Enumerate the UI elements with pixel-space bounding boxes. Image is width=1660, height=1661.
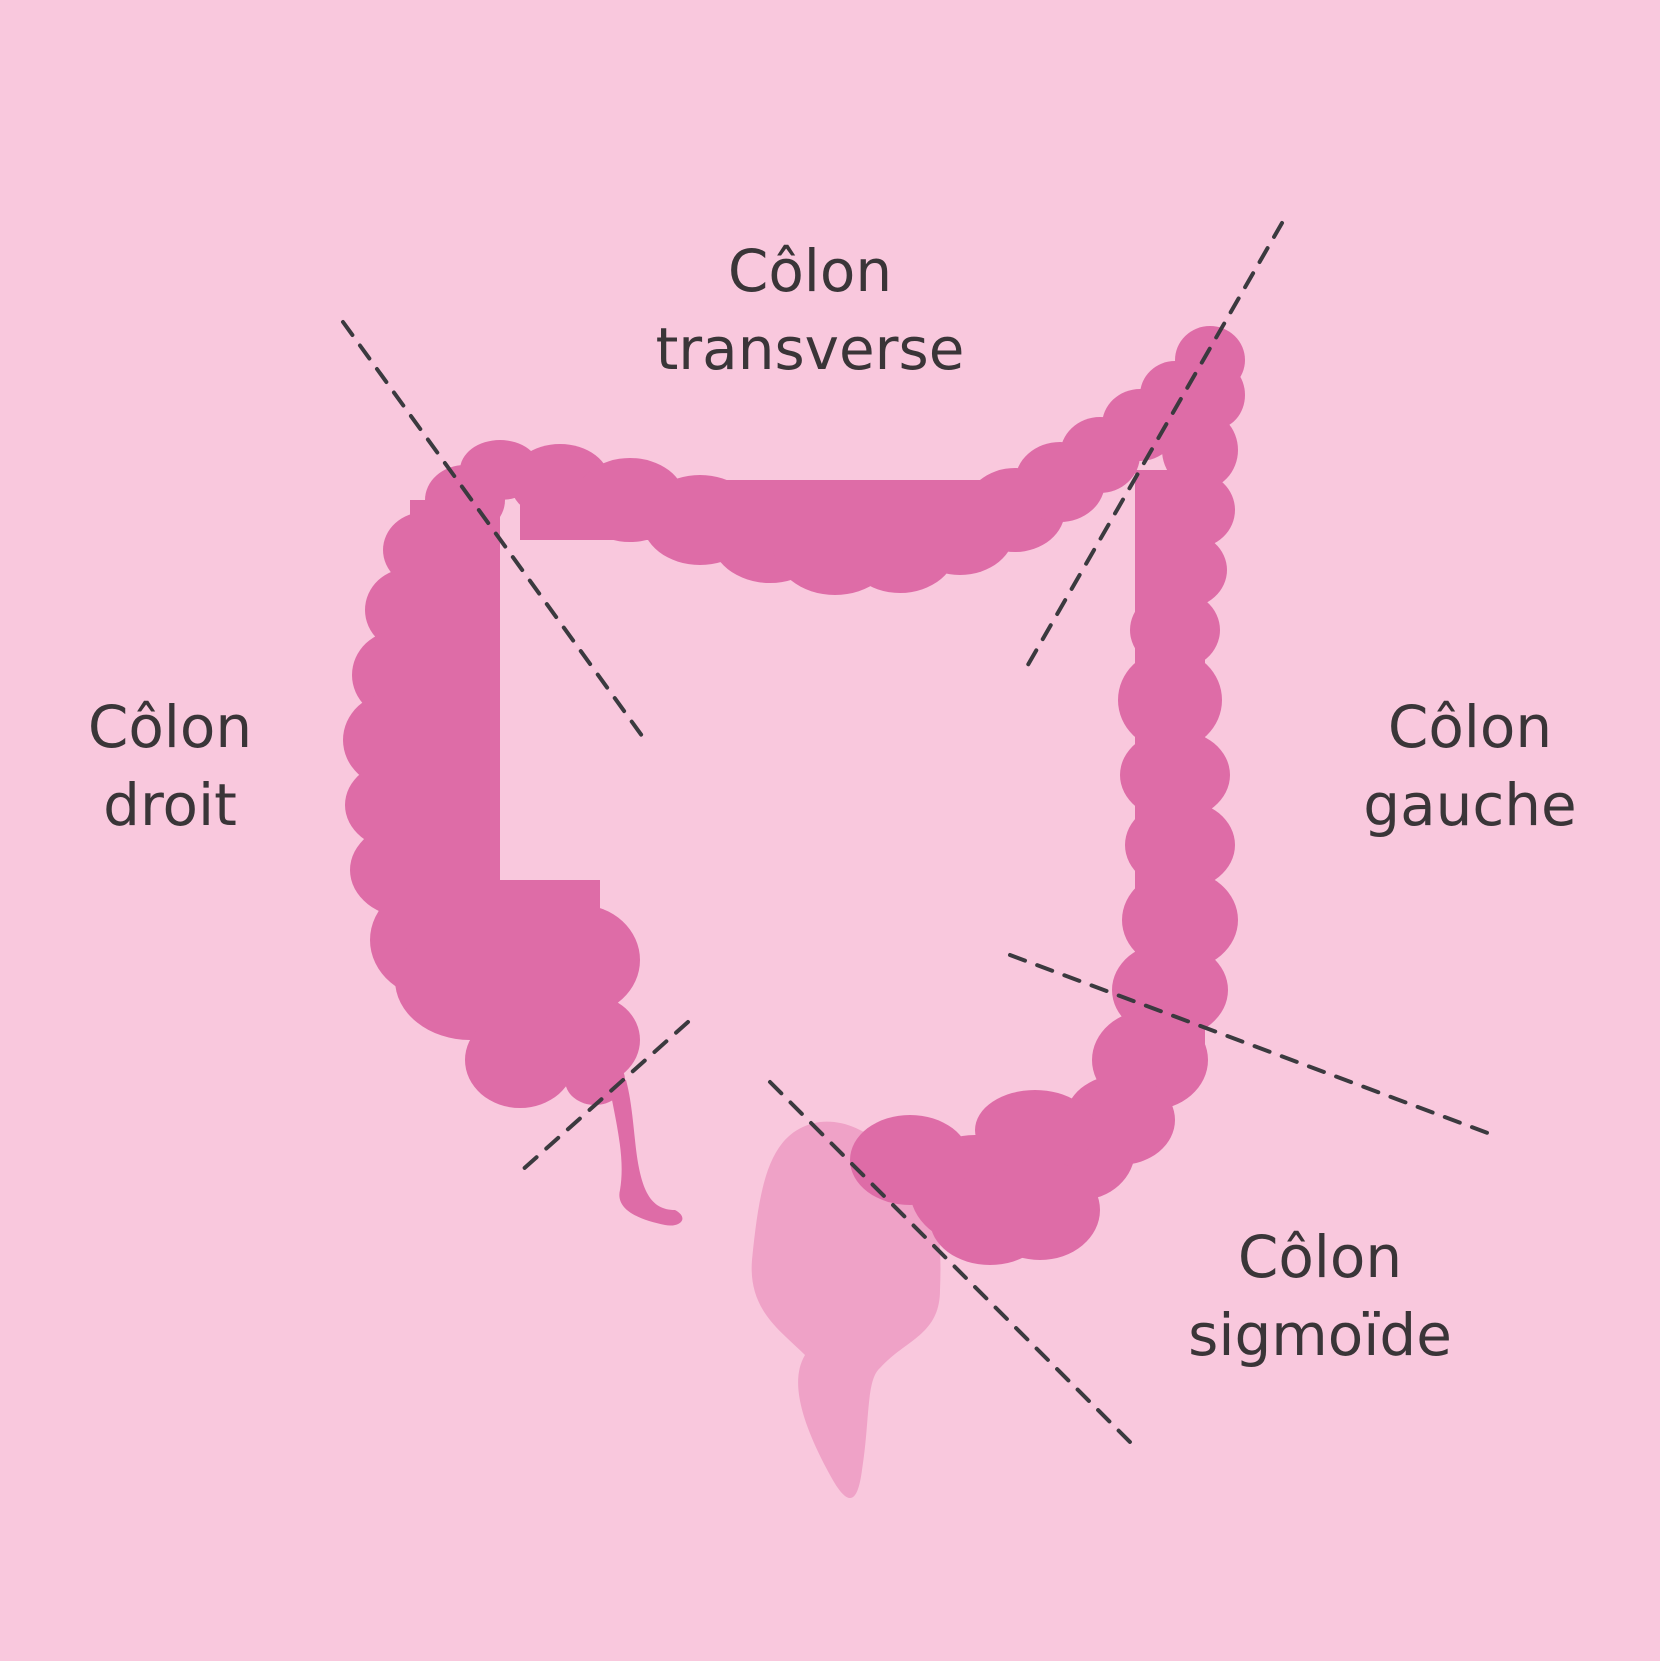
- label-line: sigmoïde: [1188, 1301, 1452, 1369]
- label-colon-droit: Côlon droit: [40, 688, 300, 844]
- divider-lines: [341, 221, 1495, 1449]
- label-line: transverse: [655, 315, 965, 383]
- rectum-shape: [751, 1121, 941, 1499]
- label-line: droit: [103, 771, 237, 839]
- label-line: Côlon: [727, 237, 893, 305]
- label-colon-transverse: Côlon transverse: [610, 232, 1010, 388]
- label-colon-gauche: Côlon gauche: [1320, 688, 1620, 844]
- divider-appendix: [518, 1020, 690, 1174]
- divider-transverse-left: [1023, 221, 1284, 672]
- divider-sigmoid-rectum: [768, 1080, 1137, 1449]
- label-line: gauche: [1363, 771, 1577, 839]
- divider-right-transverse: [341, 320, 647, 742]
- divider-left-sigmoid: [1008, 953, 1495, 1137]
- label-line: Côlon: [87, 693, 253, 761]
- label-line: Côlon: [1237, 1223, 1403, 1291]
- colon-shape: [343, 326, 1245, 1265]
- label-colon-sigmoide: Côlon sigmoïde: [1170, 1218, 1470, 1374]
- label-line: Côlon: [1387, 693, 1553, 761]
